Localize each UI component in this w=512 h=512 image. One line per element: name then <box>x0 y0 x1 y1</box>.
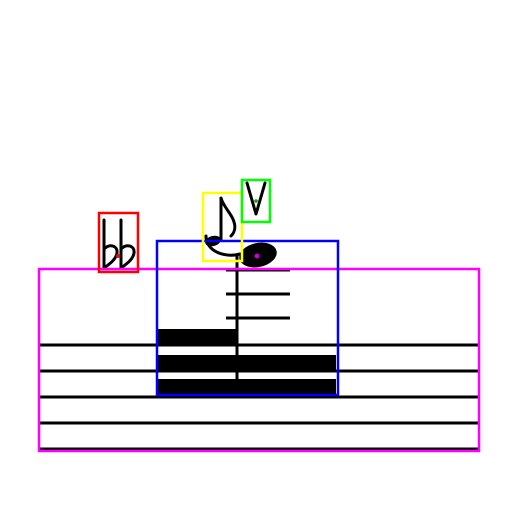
annotation-box-articulation <box>240 178 272 224</box>
double-flat-icon <box>102 218 136 270</box>
up-bow-icon <box>245 181 267 216</box>
annotation-box-flag <box>201 191 244 263</box>
annotation-box-staff <box>37 267 481 453</box>
annotation-box-accidental <box>97 211 140 274</box>
articulation-marker <box>254 199 258 203</box>
eighth-flag-icon <box>204 196 242 257</box>
notehead-black-icon <box>239 242 277 268</box>
annotation-box-beam-group <box>155 239 340 397</box>
beam-middle <box>158 355 336 372</box>
beam-upper <box>158 329 237 346</box>
beam-lower <box>158 379 336 394</box>
annotation-boxes <box>37 178 481 453</box>
beam-group <box>158 329 336 394</box>
accidental-marker <box>116 254 120 258</box>
notehead-marker <box>254 253 260 259</box>
